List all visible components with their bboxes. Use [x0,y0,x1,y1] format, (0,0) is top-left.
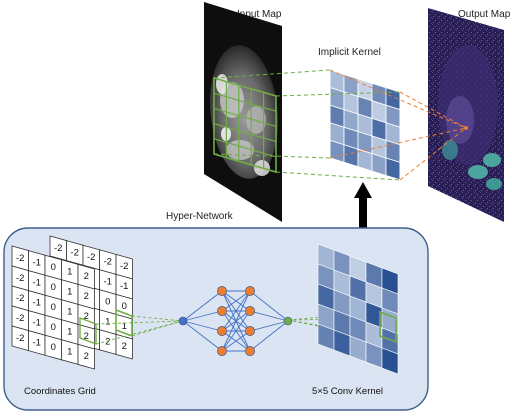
grid-cell-value: 2 [84,291,89,302]
grid-cell-value: 1 [122,321,127,332]
network-edge [249,310,289,322]
grid-cell-value: 0 [51,302,56,313]
hidden-node [217,326,227,336]
grid-cell-value: 1 [67,287,72,298]
neural-network-nodes [178,286,293,356]
network-edge [182,320,223,352]
grid-cell-value: 2 [122,341,127,352]
grid-cell-value: 1 [105,317,110,328]
grid-cell-value: -2 [71,247,79,258]
grid-cell-value: -2 [16,333,24,344]
network-edge [221,290,251,352]
hidden-node [217,286,227,296]
grid-cell-value: -2 [16,253,24,264]
network-edge [221,290,251,312]
conv-kernel-label: 5×5 Conv Kernel [312,386,383,397]
hidden-node [245,346,255,356]
grid-cell-value: -2 [120,261,128,272]
kernel-to-output-connectors [329,69,467,181]
grid-cell [77,343,95,370]
hidden-node [217,346,227,356]
grid-cell-value: -1 [33,297,41,308]
grid-to-network-connectors [95,315,183,345]
grid-cell-value: 0 [51,262,56,273]
network-edge [182,320,223,332]
conv-kernel-cell [381,347,399,375]
grid-cell-value: -1 [104,277,112,288]
network-edge [182,290,223,322]
hidden-node [245,306,255,316]
grid-cell-value: -2 [16,293,24,304]
coordinates-grid-label: Coordinates Grid [24,386,96,397]
grid-cell-value: -2 [54,243,62,254]
network-edge [221,290,251,332]
input-node [178,316,188,326]
grid-cell-value: -1 [33,277,41,288]
grid-cell-value: -2 [16,313,24,324]
grid-cell-value: -2 [104,257,112,268]
grid-cell-value: 0 [51,342,56,353]
grid-cell-value: 2 [84,271,89,282]
conv-kernel-highlight [379,310,397,344]
grid-cell-value: -1 [33,257,41,268]
grid-cell-value: 0 [51,282,56,293]
grid-cell-value: -1 [33,337,41,348]
up-arrow [354,182,372,242]
grid-cell-value: 1 [67,327,72,338]
grid-cell-value: -1 [33,317,41,328]
grid-cell-value: 0 [51,322,56,333]
grid-cell-value: -1 [120,281,128,292]
grid-cell [115,333,133,360]
input-map-highlight-grid [213,76,277,174]
input-to-kernel-connectors [213,69,401,181]
input-map [204,2,282,222]
hyper-network-label: Hyper-Network [166,211,234,222]
output-map [428,8,504,222]
grid-cell-value: 2 [84,331,89,342]
grid-cell-value: 1 [67,347,72,358]
conv-kernel [317,243,399,375]
grid-cell-value: 1 [67,307,72,318]
grid-cell-value: 0 [105,297,110,308]
input-map-label: Input Map [237,9,282,20]
grid-cell-value: 2 [105,337,110,348]
network-edge [249,320,289,352]
hidden-node [245,326,255,336]
grid-cell-value: 2 [84,311,89,322]
network-edge [221,310,251,352]
hidden-node [245,286,255,296]
output-map-label: Output Map [458,9,511,20]
network-edge [249,320,289,332]
grid-cell-value: 0 [122,301,127,312]
grid-cell-value: -2 [16,273,24,284]
output-point [464,126,468,130]
grid-cell-value: 1 [67,267,72,278]
network-edge [182,310,223,322]
hidden-node [217,306,227,316]
output-node [283,316,293,326]
implicit-kernel-label: Implicit Kernel [318,47,381,58]
grid-cell-value: -2 [87,252,95,263]
network-edge [249,290,289,322]
grid-cell-value: 2 [84,351,89,362]
implicit-kernel [329,69,401,181]
network-edge [221,330,251,352]
